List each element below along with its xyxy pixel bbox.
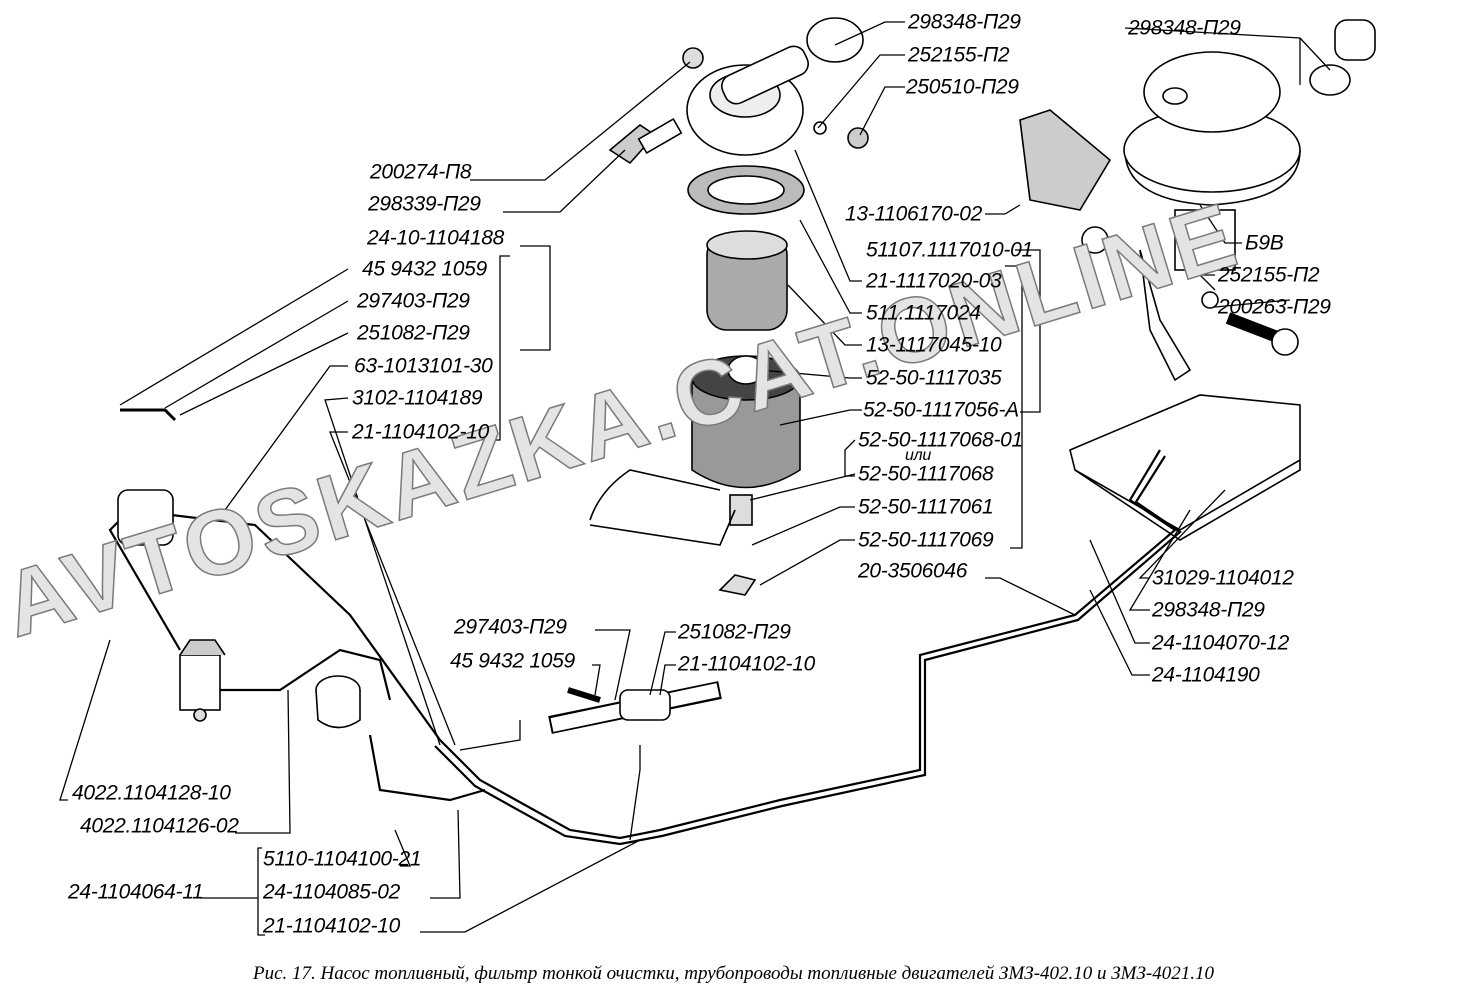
coarse-filter (179, 639, 226, 722)
part-label: 21-1104102-10 (352, 420, 489, 444)
part-label: 24-10-1104188 (367, 226, 504, 250)
part-label: 250510-П29 (906, 75, 1019, 99)
part-label: 45 9432 1059 (362, 257, 487, 281)
part-label: 24-1104085-02 (263, 880, 400, 904)
part-label: 24-1104064-11 (68, 880, 204, 904)
part-label: 298348-П29 (908, 10, 1021, 34)
part-label: 52-50-1117056-А (863, 398, 1019, 422)
part-label: 297403-П29 (357, 289, 470, 313)
part-label: 251082-П29 (678, 620, 791, 644)
part-label: 21-1117020-03 (866, 269, 1002, 293)
part-label: 45 9432 1059 (450, 649, 575, 673)
filter-element (687, 165, 805, 331)
part-label: 297403-П29 (454, 615, 567, 639)
part-label: 3102-1104189 (352, 386, 483, 410)
part-label: 52-50-1117035 (866, 366, 1002, 390)
clamp-detail (548, 681, 722, 734)
figure-caption: Рис. 17. Насос топливный, фильтр тонкой … (252, 963, 1214, 984)
part-label: 4022.1104126-02 (80, 814, 239, 838)
part-label: 21-1104102-10 (678, 652, 815, 676)
filter-head (608, 17, 869, 165)
part-label: 4022.1104128-10 (72, 781, 231, 805)
part-label: 298339-П29 (368, 192, 481, 216)
leader-lines (59, 21, 1331, 936)
part-label: 52-50-1117069 (858, 528, 994, 552)
fuel-tank (1069, 394, 1301, 541)
fuel-pump (1019, 19, 1376, 382)
part-label: 511.1117024 (866, 301, 981, 325)
part-label: 52-50-1117068-01 (858, 428, 1023, 452)
part-label: 298348-П29 (1128, 16, 1241, 40)
part-label: 252155-П2 (1218, 263, 1320, 287)
fuel-lines (108, 449, 1182, 846)
part-label: 31029-1104012 (1152, 566, 1294, 590)
part-label: 251082-П29 (357, 321, 470, 345)
part-label: 24-1104070-12 (1152, 631, 1289, 655)
filter-bowl (589, 355, 801, 596)
part-label: 200263-П29 (1218, 295, 1331, 319)
part-label: 200274-П8 (370, 160, 472, 184)
part-label-or: или (905, 447, 931, 464)
part-label: 51107.1117010-01 (866, 238, 1033, 262)
part-label: 252155-П2 (908, 43, 1010, 67)
part-label: 52-50-1117068 (858, 462, 994, 486)
part-label: 52-50-1117061 (858, 495, 994, 519)
part-label: 20-3506046 (858, 559, 968, 583)
part-label: 298348-П29 (1152, 598, 1265, 622)
part-label: 63-1013101-30 (354, 354, 493, 378)
part-label: 24-1104190 (1152, 663, 1260, 687)
part-label: 21-1104102-10 (263, 914, 400, 938)
small-pump (117, 408, 361, 729)
part-label: Б9В (1245, 231, 1284, 255)
part-label: 13-1106170-02 (845, 202, 982, 226)
part-label: 5110-1104100-21 (263, 847, 422, 871)
part-label: 13-1117045-10 (866, 333, 1002, 357)
